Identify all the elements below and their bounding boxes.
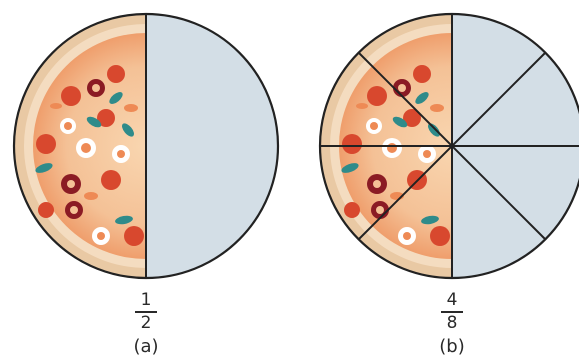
fraction-a-bar bbox=[135, 311, 157, 313]
fraction-a-denominator: 2 bbox=[140, 312, 152, 333]
pizza-figure-a bbox=[12, 12, 280, 280]
fraction-a-numerator: 1 bbox=[140, 290, 152, 310]
fraction-b-bar bbox=[441, 311, 463, 313]
slice-line-diagonal-2 bbox=[358, 52, 546, 240]
caption-b: (b) bbox=[439, 336, 465, 357]
shaded-half-a bbox=[146, 14, 278, 278]
pizza-half-a bbox=[14, 14, 146, 278]
slice-lines-b bbox=[320, 14, 579, 278]
fraction-b-numerator: 4 bbox=[446, 290, 458, 310]
fraction-b-denominator: 8 bbox=[446, 312, 458, 333]
caption-a: (a) bbox=[133, 336, 159, 357]
fraction-a: 1 2 bbox=[126, 292, 166, 332]
pizza-figure-b bbox=[318, 12, 579, 280]
fraction-b: 4 8 bbox=[432, 292, 472, 332]
